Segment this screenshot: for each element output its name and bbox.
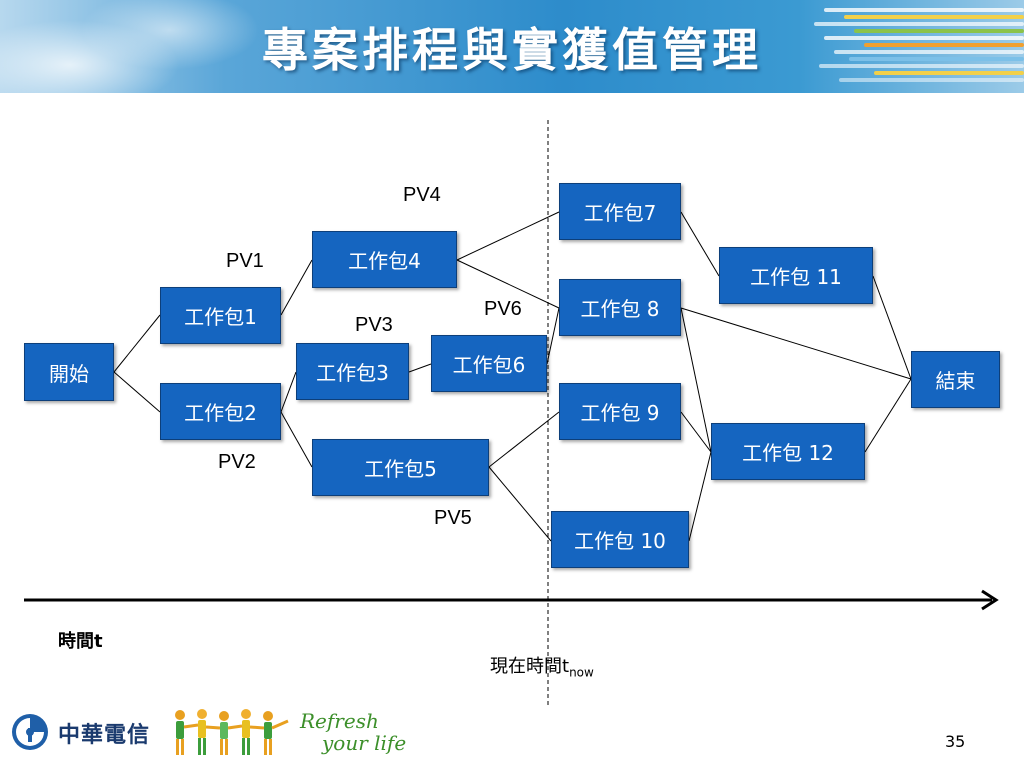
slogan: Refresh your life	[300, 709, 407, 755]
header-cloud	[80, 0, 260, 70]
pv5-label: PV5	[434, 507, 472, 529]
connector-wp6-wp8	[546, 307, 560, 365]
node-wp4: 工作包4	[312, 231, 457, 288]
connector-wp5-wp9	[488, 411, 560, 468]
node-wp5: 工作包5	[312, 439, 489, 496]
connector-wp4-wp7	[456, 211, 560, 261]
connector-wp7-wp11	[680, 211, 720, 277]
node-wp6: 工作包6	[431, 335, 547, 392]
node-wp12: 工作包 12	[711, 423, 865, 480]
pv2-label: PV2	[218, 451, 256, 473]
node-start: 開始	[24, 343, 114, 401]
node-wp3: 工作包3	[296, 343, 409, 400]
node-wp2: 工作包2	[160, 383, 281, 440]
connector-wp3-wp6	[408, 363, 432, 373]
slide-header: 專案排程與實獲值管理	[0, 0, 1024, 93]
pv3-label: PV3	[355, 314, 393, 336]
connector-start-wp2	[113, 371, 161, 413]
time-axis-arrowhead	[981, 589, 999, 611]
node-wp7: 工作包7	[559, 183, 681, 240]
slide-title: 專案排程與實獲值管理	[262, 23, 762, 77]
node-end: 結束	[911, 351, 1000, 408]
connector-wp4-wp8	[456, 259, 560, 309]
company-name: 中華電信	[58, 723, 151, 748]
connector-wp8-end	[680, 307, 912, 380]
page-number: 35	[945, 732, 966, 751]
node-wp10: 工作包 10	[551, 511, 689, 568]
now-time-label: 現在時間tnow	[490, 656, 594, 680]
pv6-label: PV6	[484, 298, 522, 320]
connector-wp12-end	[864, 378, 912, 453]
node-wp8: 工作包 8	[559, 279, 681, 336]
people-logo-icon	[175, 709, 289, 755]
connector-start-wp1	[113, 314, 161, 373]
connector-wp1-wp4	[280, 259, 313, 316]
connector-wp9-wp12	[680, 411, 712, 453]
header-stripes	[804, 0, 1024, 93]
connector-wp2-wp3	[280, 371, 297, 413]
pv1-label: PV1	[226, 250, 264, 272]
time-axis-label: 時間t	[58, 631, 103, 652]
chunghwa-logo-icon	[12, 714, 48, 750]
pv4-label: PV4	[403, 184, 441, 206]
node-wp9: 工作包 9	[559, 383, 681, 440]
connector-wp2-wp5	[280, 411, 313, 468]
node-wp1: 工作包1	[160, 287, 281, 344]
node-wp11: 工作包 11	[719, 247, 873, 304]
connector-wp5-wp10	[488, 466, 552, 542]
connector-wp11-end	[872, 275, 912, 380]
connector-wp8-wp12	[680, 307, 712, 453]
connector-wp10-wp12	[688, 451, 712, 542]
